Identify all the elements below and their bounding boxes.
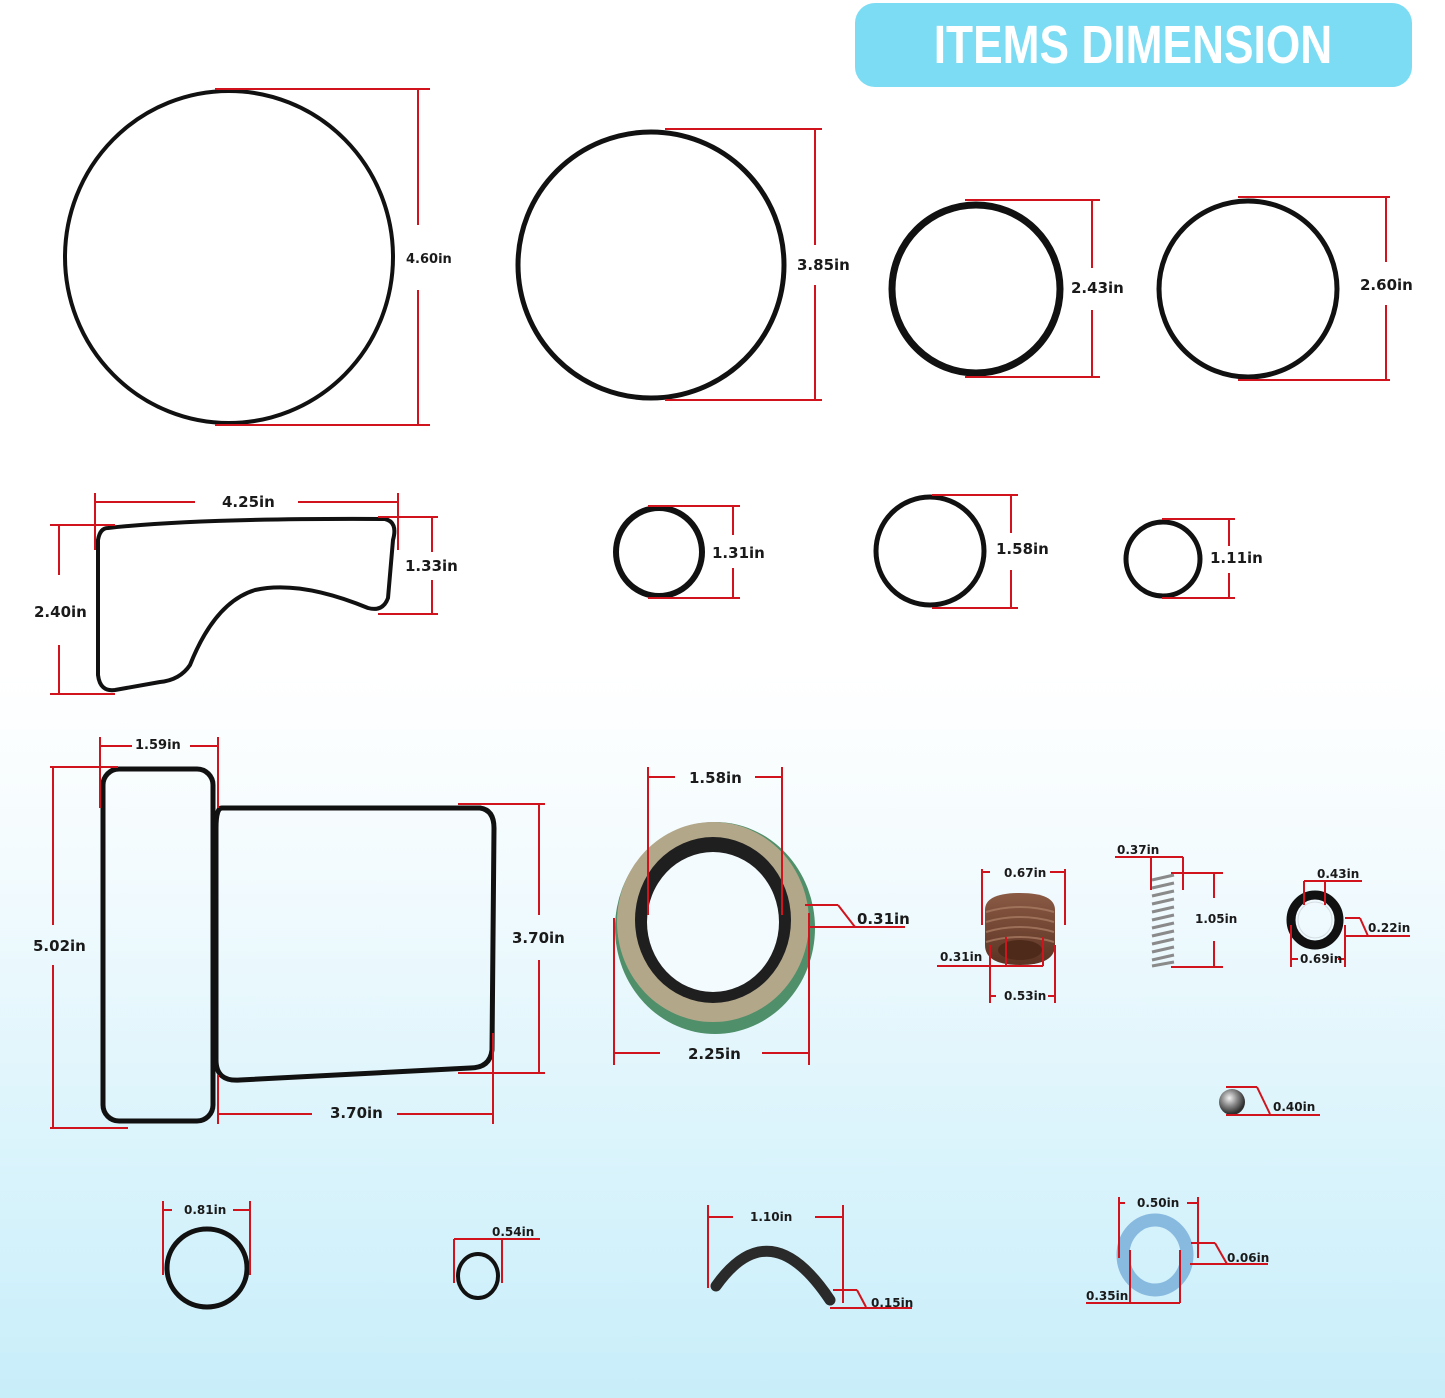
dim-label-1.10: 1.10in <box>750 1210 793 1224</box>
dim-label-1.33: 1.33in <box>405 557 458 575</box>
dim-label-0.31-seal: 0.31in <box>857 910 910 928</box>
oring-small-2 <box>873 494 1018 609</box>
dim-label-1.58-seal: 1.58in <box>689 769 742 787</box>
dim-label-0.69: 0.69in <box>1300 952 1343 966</box>
dim-label-0.81: 0.81in <box>184 1203 227 1217</box>
oil-seal <box>613 767 905 1065</box>
gasket-curved <box>50 493 438 695</box>
spring <box>1115 856 1223 968</box>
dim-label-1.58-oring: 1.58in <box>996 540 1049 558</box>
steel-ball <box>1219 1086 1320 1116</box>
oring-large-1 <box>63 88 430 426</box>
dim-label-1.05: 1.05in <box>1195 912 1238 926</box>
dim-label-0.22: 0.22in <box>1368 921 1411 935</box>
washer <box>1086 1197 1268 1304</box>
dim-label-2.40: 2.40in <box>34 603 87 621</box>
half-ring <box>707 1205 912 1309</box>
oring-tiny-2 <box>453 1238 540 1300</box>
dim-label-2.25: 2.25in <box>688 1045 741 1063</box>
dim-label-0.67: 0.67in <box>1004 866 1047 880</box>
dim-label-3.85: 3.85in <box>797 256 850 274</box>
dim-label-4.25: 4.25in <box>222 493 275 511</box>
oring-small-3 <box>1123 518 1235 599</box>
dim-label-0.40: 0.40in <box>1273 1100 1316 1114</box>
seal-ring <box>1286 880 1410 967</box>
dim-label-0.15: 0.15in <box>871 1296 914 1310</box>
dim-label-3.70-width: 3.70in <box>330 1104 383 1122</box>
dim-label-0.54: 0.54in <box>492 1225 535 1239</box>
oring-large-2 <box>515 128 822 401</box>
dim-label-0.53: 0.53in <box>1004 989 1047 1003</box>
dim-label-4.60: 4.60in <box>406 252 452 267</box>
oring-medium-1 <box>888 199 1100 378</box>
title-text: ITEMS DIMENSION <box>934 15 1333 75</box>
dim-label-5.02: 5.02in <box>33 937 86 955</box>
dim-label-0.35: 0.35in <box>1086 1289 1129 1303</box>
oring-tiny-1 <box>162 1201 251 1310</box>
title-banner: ITEMS DIMENSION <box>855 3 1412 87</box>
dim-label-0.43: 0.43in <box>1317 867 1360 881</box>
oring-medium-2 <box>1156 196 1390 381</box>
dim-label-1.59: 1.59in <box>135 738 181 753</box>
dim-label-0.31-plug: 0.31in <box>940 950 983 964</box>
dim-label-2.43: 2.43in <box>1071 279 1124 297</box>
dim-label-3.70-height: 3.70in <box>512 929 565 947</box>
dim-label-0.37: 0.37in <box>1117 843 1160 857</box>
threaded-plug <box>937 869 1066 1003</box>
dim-label-0.50: 0.50in <box>1137 1196 1180 1210</box>
dim-label-1.11: 1.11in <box>1210 549 1263 567</box>
dim-label-1.31: 1.31in <box>712 544 765 562</box>
dim-label-2.60: 2.60in <box>1360 276 1413 294</box>
gasket-double <box>50 737 545 1129</box>
dim-label-0.06: 0.06in <box>1227 1251 1270 1265</box>
oring-small-1 <box>613 505 740 599</box>
